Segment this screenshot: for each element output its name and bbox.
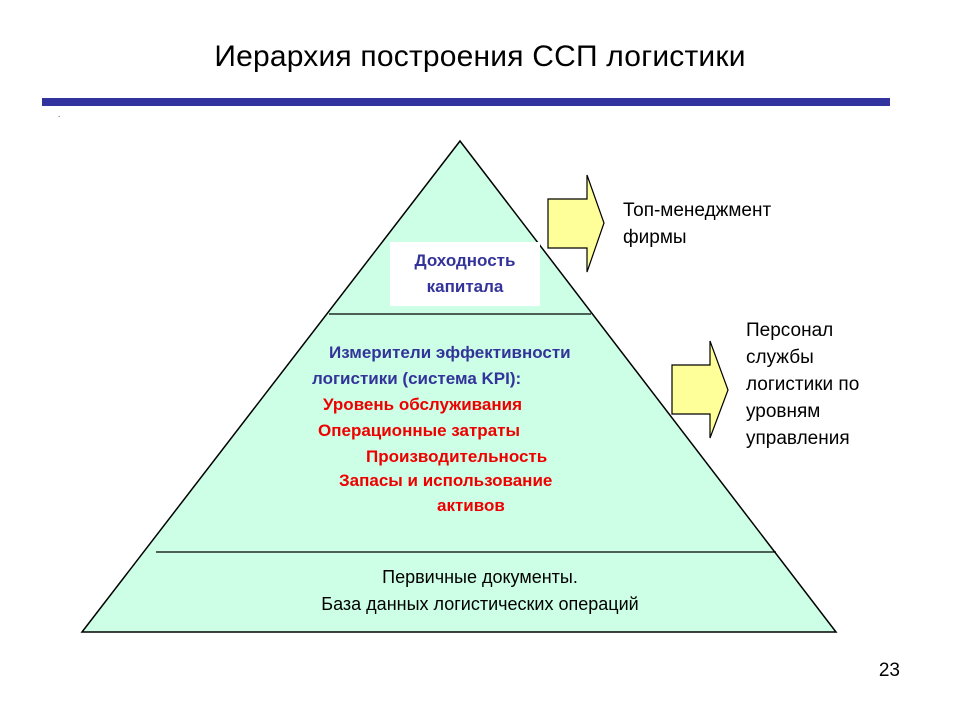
side-label-logistics-staff: Персонал службы логистики по уровням упр… [746, 317, 859, 452]
arrow-logistics-staff [671, 340, 729, 439]
kpi-heading-line1: Измерители эффективности [329, 343, 571, 362]
side-label-line: уровням [746, 401, 821, 422]
side-label-line: логистики по [746, 374, 860, 395]
kpi-item: Запасы и использование [339, 471, 553, 490]
kpi-heading-line2: логистики (система KPI): [312, 369, 522, 388]
pyramid-shape [80, 139, 838, 633]
kpi-item: активов [437, 496, 505, 515]
kpi-item: Операционные затраты [318, 421, 520, 440]
side-label-line: Персонал [746, 320, 834, 341]
side-label-line: управления [746, 428, 850, 449]
base-tier-line1: Первичные документы. [382, 567, 578, 587]
base-tier-line2: База данных логистических операций [321, 594, 639, 614]
decorative-dot: . [58, 110, 61, 119]
title-rule [42, 98, 890, 106]
side-label-line: Топ-менеджмент [623, 200, 772, 221]
side-label-line: службы [746, 347, 814, 368]
top-tier-line2: капитала [426, 277, 504, 296]
kpi-item: Производительность [366, 447, 548, 466]
arrow-top-management [547, 174, 605, 273]
page-number: 23 [878, 660, 900, 681]
kpi-item: Уровень обслуживания [323, 395, 522, 414]
pyramid-top-box: Доходность капитала [390, 242, 540, 306]
slide-title: Иерархия построения ССП логистики [214, 40, 746, 73]
side-label-top-management: Топ-менеджмент фирмы [623, 197, 771, 251]
side-label-line: фирмы [623, 227, 687, 248]
top-tier-line1: Доходность [414, 251, 516, 270]
